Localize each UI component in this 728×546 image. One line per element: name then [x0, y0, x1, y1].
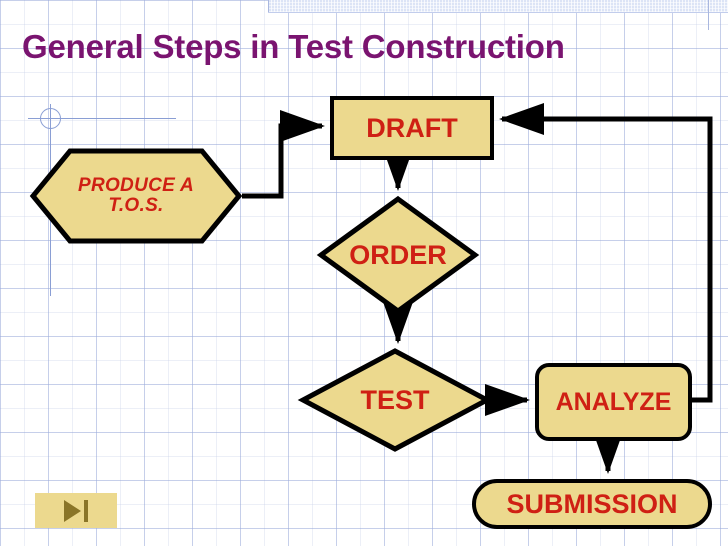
diamond-shape-order — [316, 195, 480, 315]
decoration-horizontal-line — [28, 118, 176, 119]
edge-tos-to-draft — [242, 109, 326, 199]
node-label-test: TEST — [360, 384, 430, 415]
hexagon-shape — [29, 148, 243, 244]
node-submission[interactable]: SUBMISSION — [472, 479, 712, 529]
node-label-line1: PRODUCE A — [77, 175, 194, 197]
edge-analyze-to-draft-feedback — [498, 103, 713, 403]
decoration-circle — [40, 108, 61, 129]
decorative-hatched-band — [268, 0, 728, 13]
band-tick-left — [268, 0, 269, 12]
node-analyze[interactable]: ANALYZE — [535, 363, 692, 441]
node-label-draft: DRAFT — [366, 112, 458, 143]
node-test[interactable]: TEST — [297, 348, 493, 452]
node-label-analyze: ANALYZE — [555, 387, 672, 416]
skip-to-end-button[interactable] — [35, 493, 117, 528]
diamond-shape-test — [297, 348, 493, 452]
band-tick-right — [708, 0, 709, 30]
node-label-submission: SUBMISSION — [506, 488, 678, 519]
play-triangle-icon — [64, 499, 81, 522]
node-label-order: ORDER — [349, 239, 447, 270]
node-order[interactable]: ORDER — [316, 195, 480, 315]
node-draft[interactable]: DRAFT — [330, 96, 494, 160]
end-bar-icon — [84, 499, 88, 522]
node-label-line2: T.O.S. — [108, 195, 164, 216]
page-title: General Steps in Test Construction — [22, 28, 565, 65]
